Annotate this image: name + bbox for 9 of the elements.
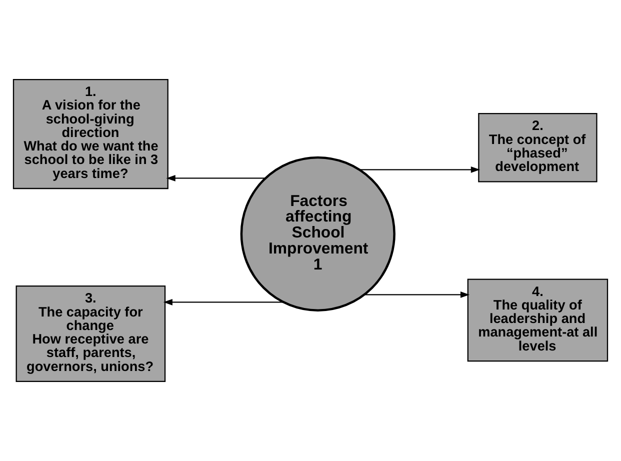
node-circle: Factors affecting School Improvement 1 [240, 156, 396, 312]
node-box: 3. The capacity for change How receptive are staff, parents, governors, unions? [16, 286, 166, 382]
arrow [359, 166, 480, 173]
arrow [163, 298, 284, 306]
node-box: 1. A vision for the school-giving direction What do we want the school to be like in 3 years time? [12, 78, 168, 190]
arrow [364, 292, 470, 298]
node-box: 2. The concept of “phased” development [478, 113, 598, 182]
arrow [166, 175, 266, 182]
node-box: 4. The quality of leadership and management-at all levels [467, 278, 608, 362]
